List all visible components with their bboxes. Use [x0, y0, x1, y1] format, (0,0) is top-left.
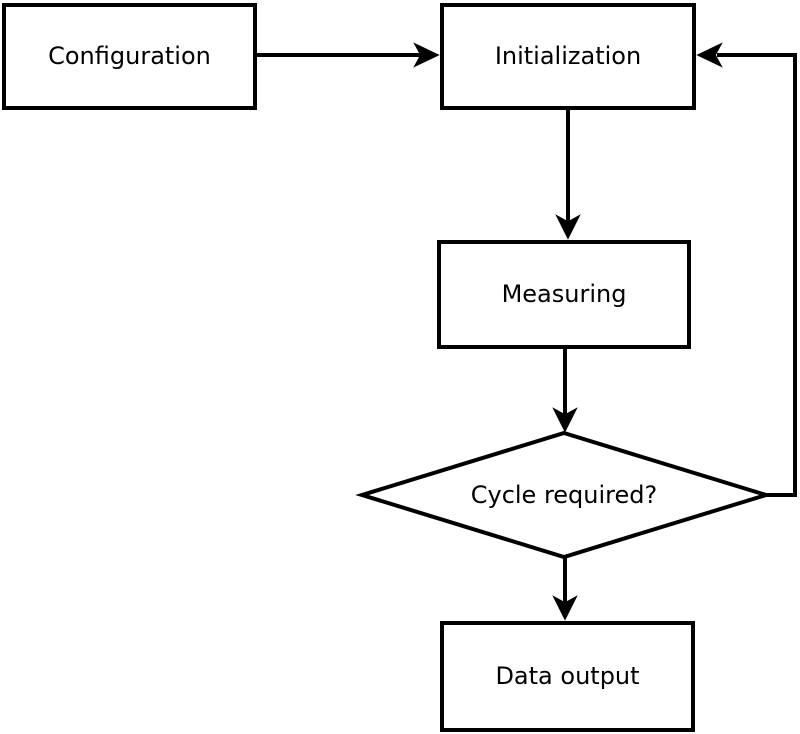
node-configuration-label: Configuration	[48, 42, 211, 71]
node-cycle-required-label: Cycle required?	[470, 481, 658, 509]
node-configuration: Configuration	[2, 3, 257, 110]
node-measuring-label: Measuring	[501, 280, 627, 309]
node-initialization-label: Initialization	[494, 42, 642, 71]
node-data-output: Data output	[440, 621, 695, 732]
edge-initialization-measuring-arrowhead	[555, 214, 581, 240]
edge-cycle-required-initialization-feedback	[717, 53, 797, 497]
node-data-output-label: Data output	[495, 662, 640, 691]
edge-measuring-cycle-required-arrowhead	[552, 407, 578, 433]
node-measuring: Measuring	[437, 240, 691, 349]
node-initialization: Initialization	[440, 3, 696, 110]
edge-cycle-required-data-output-arrowhead	[552, 595, 578, 621]
edge-cycle-required-initialization-arrowhead	[696, 42, 723, 68]
edge-configuration-initialization-arrowhead	[413, 42, 440, 68]
